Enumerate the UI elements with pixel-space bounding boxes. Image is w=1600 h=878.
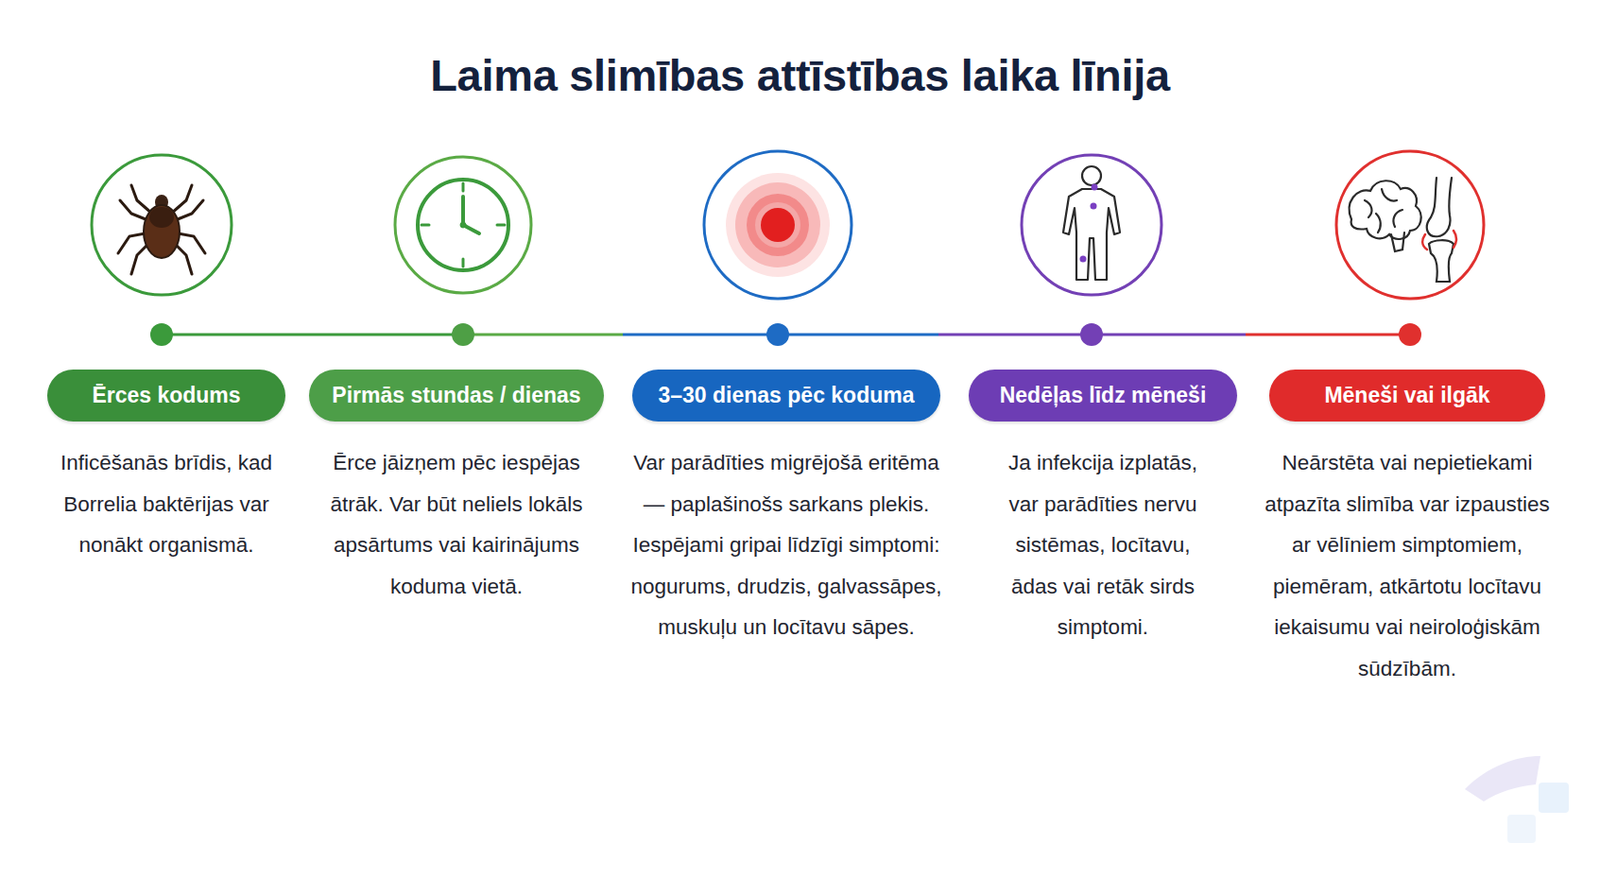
stage-description: Ja infekcija izplatās, var parādīties ne…	[991, 442, 1215, 649]
stage-pill: 3–30 dienas pēc koduma	[632, 369, 941, 422]
stage-pill: Ērces kodums	[47, 369, 286, 422]
stage-pill: Nedēļas līdz mēneši	[968, 369, 1238, 422]
stage-description: Ērce jāizņem pēc iespējas ātrāk. Var būt…	[306, 442, 607, 607]
timeline-stage: 3–30 dienas pēc kodumaVar parādīties mig…	[625, 369, 947, 649]
stage-pill: Pirmās stundas / dienas	[309, 369, 604, 422]
timeline-stage: Mēneši vai ilgākNeārstēta vai nepietieka…	[1253, 369, 1562, 689]
timeline-stage: Ērces kodumsInficēšanās brīdis, kad Borr…	[42, 369, 291, 567]
timeline-dots	[150, 323, 1422, 346]
stage-description: Inficēšanās brīdis, kad Borrelia baktēri…	[42, 442, 291, 567]
tick-icon	[118, 185, 206, 275]
stage-description: Neārstēta vai nepietiekami atpazīta slim…	[1253, 442, 1562, 689]
clock-icon	[417, 179, 509, 271]
stage-pill: Mēneši vai ilgāk	[1269, 369, 1546, 422]
erythema-icon	[725, 172, 830, 277]
brain-joint-icon	[1349, 177, 1457, 282]
watermark-logo	[1464, 756, 1569, 844]
icon-circles	[91, 151, 1484, 299]
timeline-stage: Pirmās stundas / dienasĒrce jāizņem pēc …	[306, 369, 607, 607]
body-icon	[1063, 166, 1120, 280]
timeline-stage: Nedēļas līdz mēneši Ja infekcija izplatās…	[968, 369, 1238, 649]
stage-description: Var parādīties migrējošā eritēma — papla…	[625, 442, 947, 649]
diagram-title: Laima slimības attīstības laika līnija	[0, 49, 1600, 102]
